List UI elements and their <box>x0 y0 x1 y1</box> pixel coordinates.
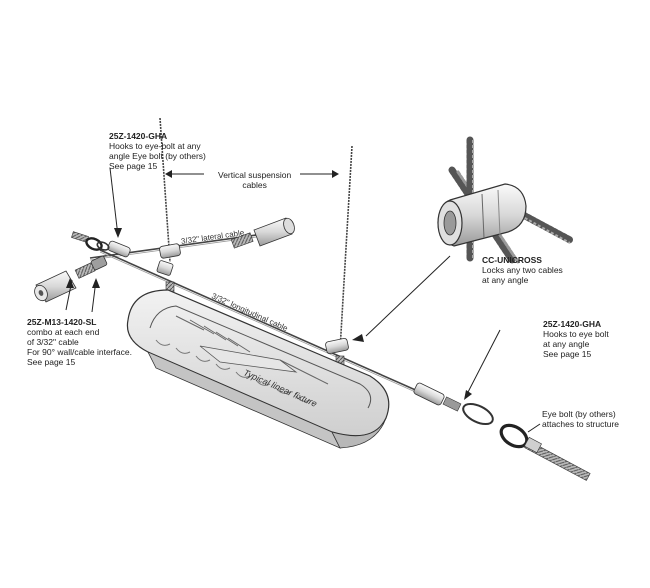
callout-line: Locks any two cables <box>482 265 563 275</box>
left-eye-bolt <box>71 231 103 251</box>
callout-part-number: 25Z-1420-GHA <box>109 131 168 141</box>
callout-line: See page 15 <box>27 357 76 367</box>
longitudinal-cable <box>99 249 421 395</box>
callout-unicross: CC-UNICROSS Locks any two cables at any … <box>482 255 563 285</box>
callout-line: at any angle <box>482 275 529 285</box>
callout-line: at any angle <box>543 339 590 349</box>
unicross-connector-right <box>325 338 349 354</box>
vertical-cable-left <box>159 117 171 263</box>
vertical-cable-right <box>339 145 353 351</box>
callout-vertical-cables: Vertical suspension cables <box>218 170 291 190</box>
left-gha-fitting <box>96 240 131 258</box>
callout-line: Hooks to eye bolt <box>543 329 609 339</box>
callout-part-number: 25Z-M13-1420-SL <box>27 317 97 327</box>
callout-line: Eye bolt (by others) <box>542 409 616 419</box>
callout-line: cables <box>242 180 267 190</box>
right-gha-fitting <box>413 382 494 426</box>
callout-part-number: CC-UNICROSS <box>482 255 542 265</box>
callout-gha-left: 25Z-1420-GHA Hooks to eye-bolt at any an… <box>109 131 206 171</box>
leader-lines <box>65 167 541 433</box>
callout-line: See page 15 <box>543 349 592 359</box>
unicross-detail-inset <box>437 136 574 264</box>
left-m13-fitting <box>34 255 108 303</box>
unicross-connector-left <box>156 243 181 276</box>
callout-m13: 25Z-M13-1420-SL combo at each end of 3/3… <box>27 317 132 367</box>
callout-line: Vertical suspension <box>218 170 292 180</box>
linear-fixture <box>126 289 390 449</box>
callout-line: of 3/32" cable <box>27 337 79 347</box>
callout-line: Hooks to eye-bolt at any <box>109 141 201 151</box>
right-m13-fitting <box>230 217 295 249</box>
callout-eye-bolt: Eye bolt (by others) attaches to structu… <box>542 409 619 429</box>
callout-line: combo at each end <box>27 327 100 337</box>
callout-line: angle Eye bolt (by others) <box>109 151 206 161</box>
callout-line: attaches to structure <box>542 419 620 429</box>
leader-arrowheads <box>66 170 472 400</box>
callout-part-number: 25Z-1420-GHA <box>543 319 602 329</box>
callout-line: For 90° wall/cable interface. <box>27 347 132 357</box>
right-eye-bolt <box>499 423 591 481</box>
callout-gha-right: 25Z-1420-GHA Hooks to eye bolt at any an… <box>543 319 609 359</box>
callout-line: See page 15 <box>109 161 158 171</box>
